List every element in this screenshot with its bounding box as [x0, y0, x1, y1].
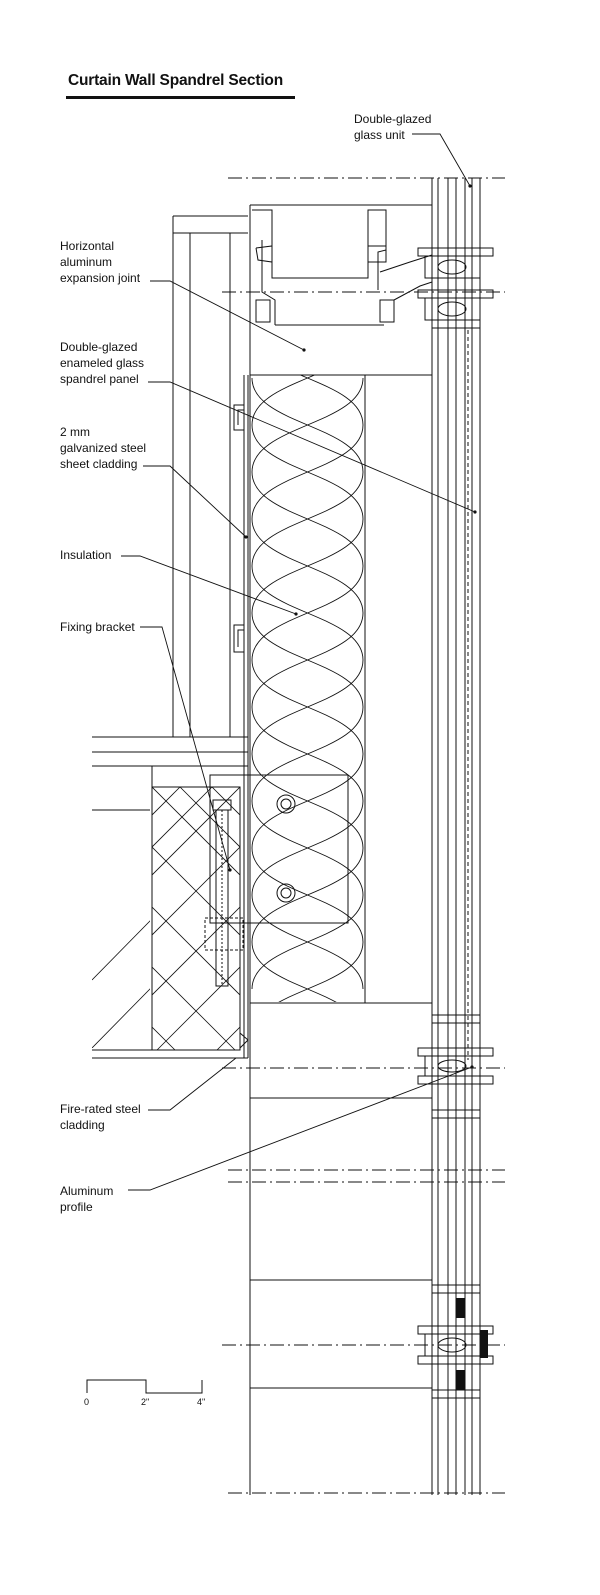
- drawing-title: Curtain Wall Spandrel Section: [68, 72, 283, 89]
- middle-glazing-joint: [417, 1014, 494, 1119]
- section-cut-lines: [222, 177, 505, 1494]
- label-aluminum-profile: Aluminum profile: [60, 1184, 114, 1214]
- gasket-fills: [456, 1298, 488, 1390]
- slab-hatch: [92, 920, 150, 1048]
- leader-glass-unit: [412, 133, 471, 187]
- scale-tick-2: 2": [141, 1397, 150, 1407]
- scale-bar: [86, 1379, 203, 1394]
- label-glass-unit: Double-glazed glass unit: [354, 112, 432, 142]
- steel-cladding: [233, 375, 249, 1058]
- interior-wall: [172, 215, 248, 737]
- leader-steel-sheet: [143, 465, 247, 538]
- title-underline: [66, 96, 295, 99]
- upper-glazing-joint: [417, 247, 494, 329]
- label-spandrel-panel: Double-glazed enameled glass spandrel pa…: [60, 340, 145, 386]
- label-fire-rated: Fire-rated steel cladding: [60, 1102, 141, 1132]
- expansion-joint-profile: [252, 209, 433, 326]
- leader-spandrel-panel: [148, 381, 476, 513]
- leader-fixing-bracket: [140, 626, 231, 871]
- spandrel-box: [249, 204, 432, 1495]
- leader-expansion-joint: [150, 280, 305, 351]
- leader-dots: [228, 184, 477, 1069]
- floor-slab: [92, 736, 248, 1059]
- leader-fire-rated: [148, 1057, 237, 1111]
- leader-insulation: [121, 555, 297, 615]
- leader-lines: [121, 133, 476, 1191]
- label-fixing-bracket: Fixing bracket: [60, 620, 135, 634]
- fixing-bracket: [204, 774, 349, 987]
- insulation-batt: [251, 375, 364, 1002]
- scale-tick-0: 0: [84, 1397, 90, 1407]
- label-expansion-joint: Horizontal aluminum expansion joint: [60, 239, 141, 285]
- block-crosshatch: [152, 787, 240, 1050]
- label-insulation: Insulation: [60, 548, 112, 562]
- leader-aluminum-profile: [128, 1066, 473, 1191]
- label-steel-sheet: 2 mm galvanized steel sheet cladding: [60, 425, 147, 471]
- scale-tick-4: 4": [197, 1397, 206, 1407]
- curtain-wall-mullion: [431, 178, 481, 1495]
